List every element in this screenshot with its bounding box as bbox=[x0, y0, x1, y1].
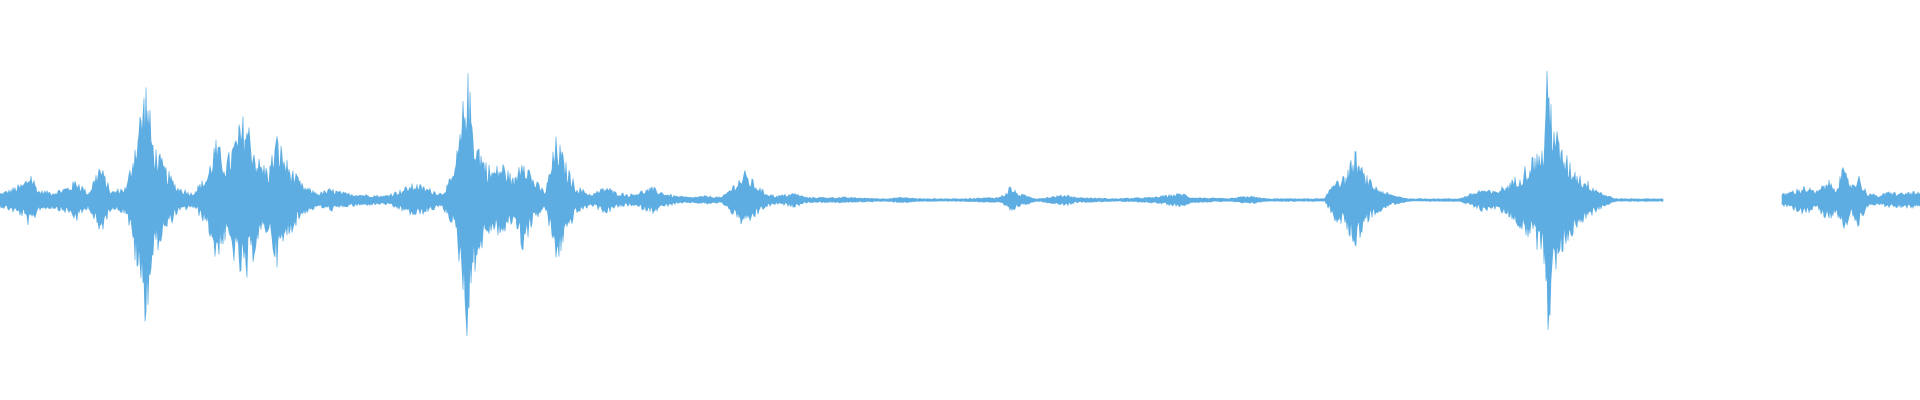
waveform-segment-2 bbox=[1781, 166, 1920, 230]
waveform-segment-1 bbox=[0, 70, 1664, 337]
